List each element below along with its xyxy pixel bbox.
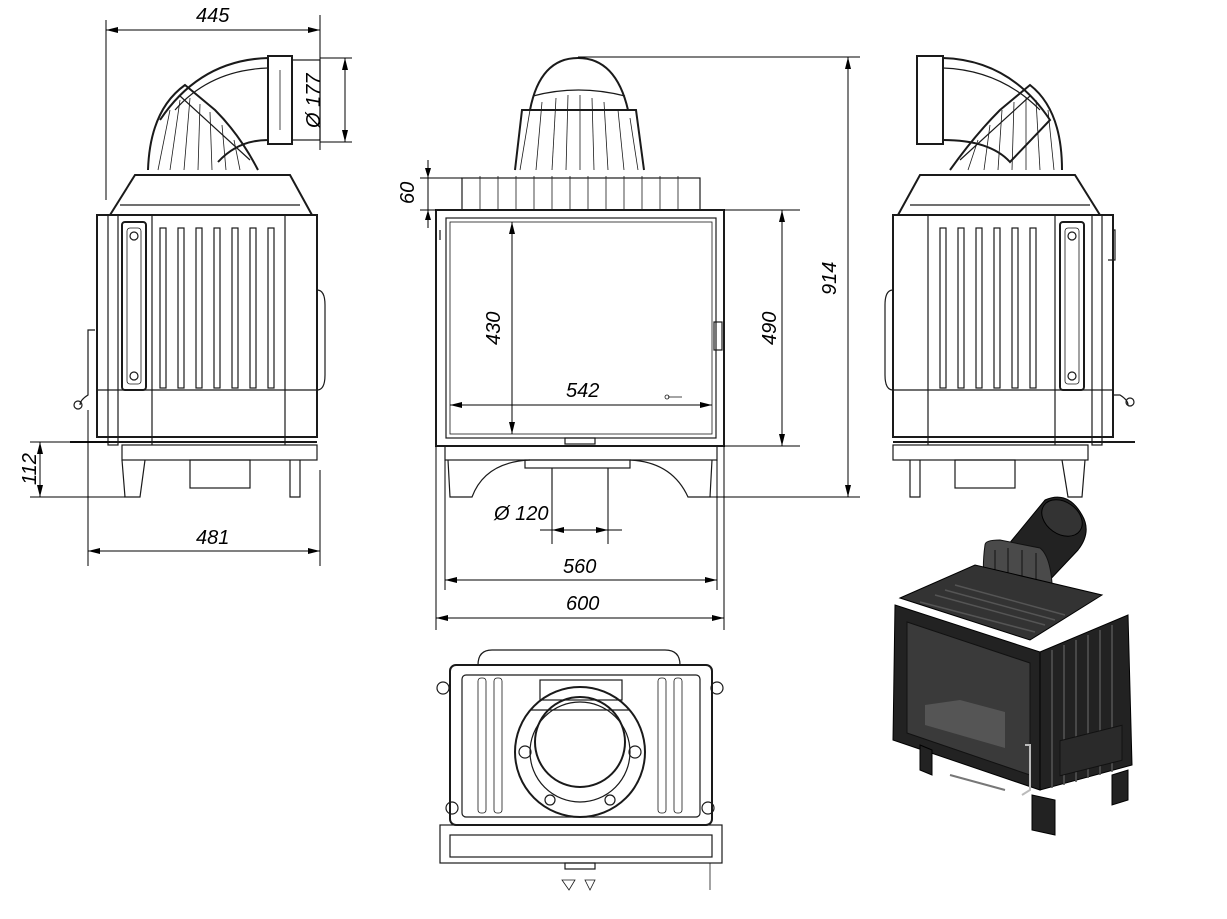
- dim-560: 560: [563, 556, 596, 578]
- dim-flue-diameter: Ø 177: [303, 73, 325, 129]
- dim-430: 430: [483, 312, 505, 345]
- dim-air-inlet-diameter: Ø 120: [493, 503, 548, 525]
- dim-600: 600: [566, 593, 599, 615]
- dim-112: 112: [19, 453, 41, 485]
- right-side-view: [884, 55, 1135, 498]
- front-view-dimensions: 60 430 542 490 914 Ø 120: [397, 56, 860, 630]
- left-side-view: [70, 55, 326, 498]
- fireplace-3d-render: [892, 496, 1133, 836]
- left-view-dimensions: 445 Ø 177 112 481: [19, 5, 352, 566]
- dim-542: 542: [566, 380, 599, 402]
- dim-490: 490: [759, 312, 781, 345]
- dim-914: 914: [819, 262, 841, 295]
- dim-481: 481: [196, 527, 229, 549]
- top-view: [436, 649, 724, 891]
- dim-445: 445: [196, 5, 230, 27]
- front-view: [435, 56, 725, 498]
- dim-60: 60: [397, 182, 419, 204]
